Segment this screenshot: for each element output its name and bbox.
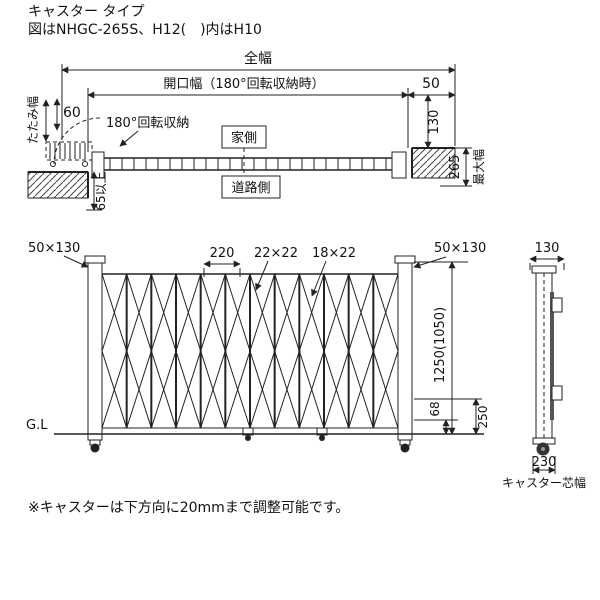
dim-22x22-leader	[255, 260, 269, 291]
dim-60-label: 60	[63, 105, 81, 121]
elevation-view: 50×130 50×130 220 22×22 18×22 G.L	[26, 241, 490, 453]
right-post-cap	[394, 255, 416, 264]
side-post-cap	[531, 265, 557, 274]
road-side-box	[221, 175, 281, 199]
right-post	[397, 262, 413, 441]
height-dim-label: 1250(1050)	[433, 307, 448, 383]
left-post-label: 50×130	[28, 241, 80, 256]
left-post	[87, 262, 103, 441]
receiver-post	[391, 151, 407, 179]
dim-65min-label: 65以上	[94, 171, 108, 210]
plan-view: 全幅 開口幅（180°回転収納時） 50 60 たたみ幅 180°回転収納 家側…	[25, 50, 486, 211]
mid-caster-wheel	[245, 435, 251, 441]
bundle-caster	[82, 161, 88, 167]
road-side-label: 道路側	[231, 180, 270, 196]
total-width-label: 全幅	[244, 50, 272, 67]
bundle-pleats	[49, 143, 86, 159]
left-wall	[27, 171, 89, 199]
left-caster-wheel	[90, 443, 100, 453]
house-side-label: 家側	[231, 130, 257, 146]
side-view: 130 230 キャスター芯幅	[502, 241, 586, 490]
dim-220-label: 220	[210, 246, 235, 261]
gate-bar-pleats	[109, 158, 387, 170]
dim-18x22-label: 18×22	[312, 246, 356, 261]
folded-gate-bundle	[45, 141, 93, 161]
caster-core-width-label: キャスター芯幅	[502, 475, 586, 490]
dim-130-plan-label: 130	[427, 110, 442, 135]
dim-68-label: 68	[428, 401, 442, 416]
dim-250-label: 250	[476, 406, 490, 429]
left-post-cap	[84, 255, 106, 264]
bundle-caster	[50, 161, 56, 167]
side-caster-axle	[541, 447, 545, 451]
title-text: キャスター タイプ	[28, 4, 144, 20]
footnote: ※キャスターは下方向に20mmまで調整可能です。	[28, 500, 349, 516]
lower-bracket	[551, 385, 563, 401]
mid-caster-wheel	[319, 435, 325, 441]
side-dim-230-label: 230	[532, 455, 557, 470]
gate-profile	[550, 292, 554, 420]
left-post-leader	[63, 255, 89, 268]
folded-width-label: たたみ幅	[25, 96, 40, 144]
max-width-label: 最大幅	[471, 149, 486, 185]
header: キャスター タイプ 図はNHGC-265S、H12( )内はH10	[28, 4, 262, 38]
opening-width-label: 開口幅（180°回転収納時）	[163, 77, 324, 92]
right-caster-wheel	[400, 443, 410, 453]
model-text: 図はNHGC-265S、H12( )内はH10	[28, 22, 262, 38]
ground-line-label: G.L	[26, 418, 48, 433]
side-dim-130-label: 130	[535, 241, 560, 256]
upper-bracket	[551, 297, 563, 313]
rotation-leader	[119, 130, 139, 147]
rotation-label: 180°回転収納	[106, 116, 189, 131]
accordion-lattice	[101, 273, 399, 429]
dim-50-label: 50	[422, 76, 440, 92]
right-post-label: 50×130	[434, 241, 486, 256]
dim-265-label: 265	[448, 155, 463, 180]
dim-22x22-label: 22×22	[254, 246, 298, 261]
dim-18x22-leader	[311, 260, 327, 297]
right-wall	[411, 147, 456, 179]
